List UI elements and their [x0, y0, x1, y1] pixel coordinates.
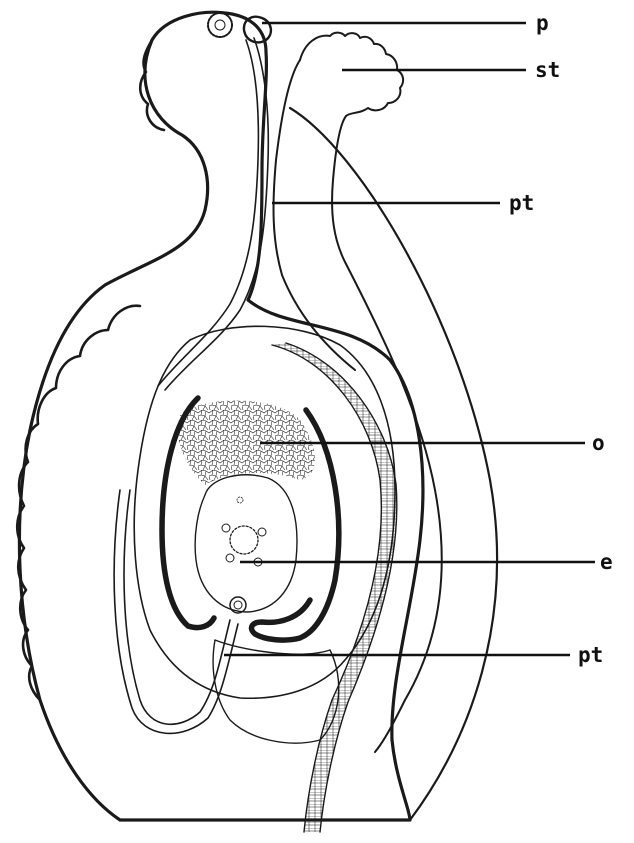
pollen-tube-upper [158, 38, 268, 390]
right-style-stigma [274, 33, 498, 820]
leader-lines [224, 23, 595, 655]
label-st: st [535, 58, 560, 82]
label-e: e [600, 550, 613, 574]
label-o: o [592, 431, 605, 455]
labels: p st pt o e pt [509, 11, 613, 667]
label-p: p [536, 11, 549, 35]
label-pt-lower: pt [578, 643, 603, 667]
label-pt-upper: pt [509, 191, 534, 215]
